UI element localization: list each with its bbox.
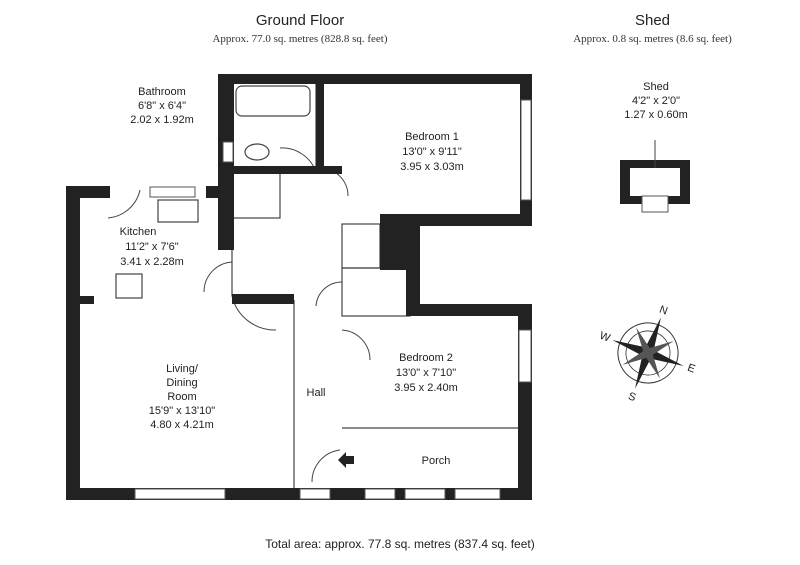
compass-rose: N E S W (598, 304, 697, 404)
compass-w-label: W (598, 330, 612, 345)
compass-n-label: N (658, 304, 670, 318)
compass-s-label: S (626, 390, 637, 404)
shed-header: Shed Approx. 0.8 sq. metres (8.6 sq. fee… (540, 12, 765, 45)
ground-floor-area: Approx. 77.0 sq. metres (828.8 sq. feet) (212, 33, 388, 45)
bathroom-name: Bathroom (138, 86, 186, 98)
porch-door (311, 449, 341, 483)
shed-imperial: 4'2" x 2'0" (632, 95, 680, 107)
kitchen-name: Kitchen (120, 226, 157, 238)
ground-floor-title: Ground Floor (255, 12, 345, 29)
living-name-2: Dining (166, 377, 197, 389)
living-name-1: Living/ (166, 363, 199, 375)
cupboard-door (315, 281, 343, 307)
kitchen-imperial: 11'2" x 7'6" (125, 241, 178, 253)
hall-name: Hall (307, 387, 326, 399)
shed-metric: 1.27 x 0.60m (624, 109, 688, 121)
bedroom1-name: Bedroom 1 (405, 131, 459, 143)
shed-title: Shed (634, 12, 671, 29)
doors (107, 147, 371, 483)
ground-floor-header: Ground Floor Approx. 77.0 sq. metres (82… (150, 12, 450, 45)
bedroom1-metric: 3.95 x 3.03m (400, 161, 464, 173)
compass-e-label: E (686, 362, 697, 376)
bathroom-metric: 2.02 x 1.92m (130, 114, 194, 126)
bathroom-imperial: 6'8" x 6'4" (138, 100, 186, 112)
kitchen-hall-door (203, 261, 233, 293)
living-imperial: 15'9" x 13'10" (149, 405, 216, 417)
bedroom1-imperial: 13'0" x 9'11" (402, 146, 462, 158)
bedroom2-metric: 3.95 x 2.40m (394, 382, 458, 394)
living-metric: 4.80 x 4.21m (150, 419, 214, 431)
bedroom2-door (341, 329, 371, 361)
living-name-3: Room (167, 391, 196, 403)
kitchen-metric: 3.41 x 2.28m (120, 256, 184, 268)
external-walls (66, 74, 532, 500)
shed-name: Shed (643, 81, 669, 93)
entrance-arrow-icon (338, 452, 354, 468)
kitchen-door (107, 189, 141, 219)
total-area: Total area: approx. 77.8 sq. metres (837… (265, 537, 535, 551)
porch-name: Porch (422, 455, 451, 467)
windows (134, 99, 532, 500)
bedroom2-imperial: 13'0" x 7'10" (396, 367, 456, 379)
room-labels: Bathroom 6'8" x 6'4" 2.02 x 1.92m Bedroo… (120, 81, 688, 467)
shed-area: Approx. 0.8 sq. metres (8.6 sq. feet) (573, 33, 732, 45)
bedroom2-name: Bedroom 2 (399, 352, 453, 364)
shed-plan (620, 140, 690, 213)
